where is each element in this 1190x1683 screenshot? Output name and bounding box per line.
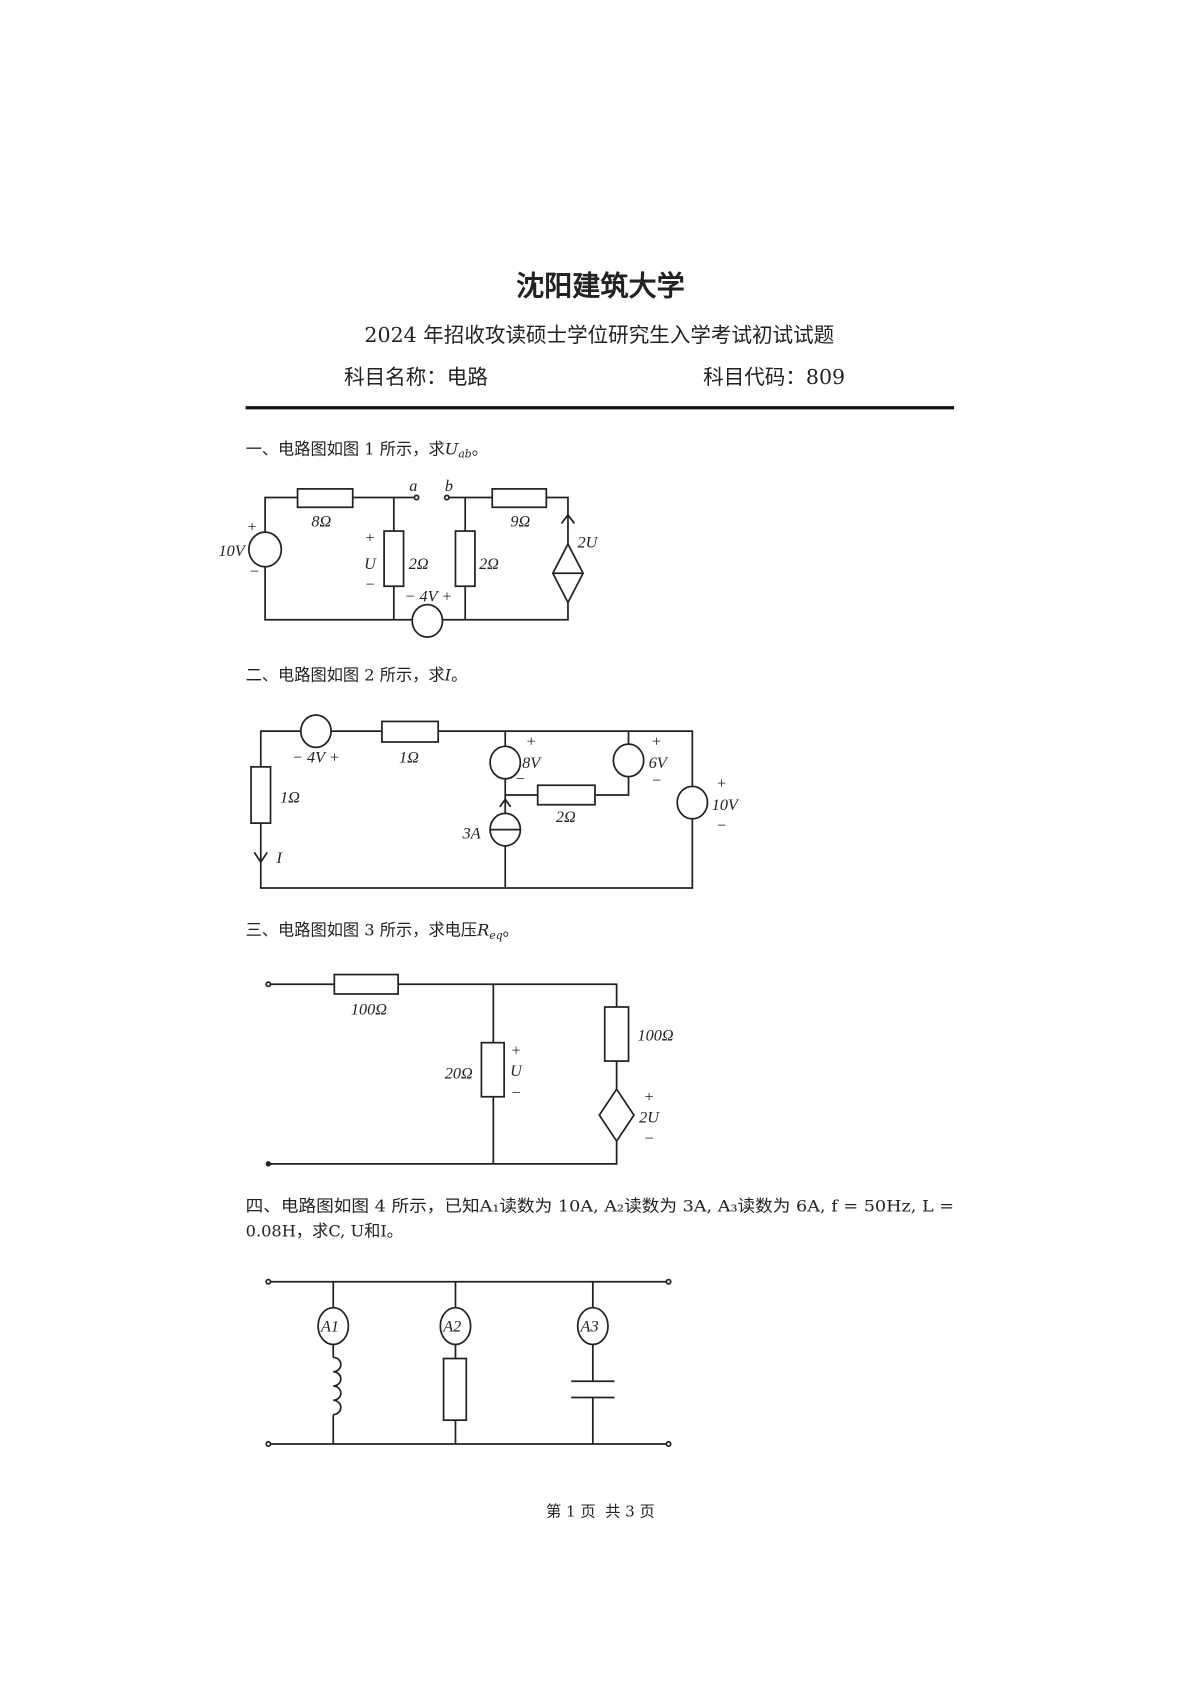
terminal[interactable] [665, 1278, 672, 1285]
label-i: I [275, 849, 283, 867]
label-minus: − [511, 1084, 520, 1102]
label-100ohm: 100Ω [351, 1001, 387, 1019]
label-20ohm: 20Ω [445, 1064, 473, 1082]
subject-name: 科目名称：电路 [344, 365, 488, 389]
terminal-b[interactable] [443, 494, 450, 501]
circuit-figure-3: 100Ω 20Ω + U − 100Ω + 2U − [265, 973, 674, 1167]
label-minus: − [250, 563, 259, 581]
arrow-up-icon [560, 513, 576, 525]
label-plus: + [248, 518, 257, 536]
voltage-source-10v [676, 785, 709, 820]
label-plus: + [645, 1088, 654, 1106]
resistor-8ohm [296, 488, 354, 509]
label-1ohm: 1Ω [399, 749, 419, 767]
resistor-100ohm-branch [603, 1006, 630, 1062]
label-2ohm: 2Ω [479, 555, 499, 573]
terminal[interactable] [265, 1440, 272, 1447]
dependent-voltage-source [598, 1087, 635, 1143]
resistor-2ohm-right [454, 530, 476, 588]
ammeter-a3 [576, 1306, 609, 1346]
label-4v: − 4V + [405, 587, 453, 605]
label-plus: + [511, 1042, 520, 1060]
label-4v: − 4V + [292, 749, 340, 767]
label-b: b [445, 477, 453, 495]
inductor [333, 1356, 342, 1416]
question-1: 一、电路图如图 1 所示，求Uab。 [246, 439, 488, 460]
label-2u: 2U [639, 1109, 660, 1127]
label-a1: A1 [320, 1317, 339, 1335]
label-8v: 8V [522, 754, 542, 772]
university-name: 沈阳建筑大学 [516, 269, 685, 302]
label-2u: 2U [578, 533, 599, 551]
resistor-100ohm-series [333, 973, 400, 995]
circuit-figure-1: a b 8Ω + 10V − + U − 2Ω 2Ω 9Ω 2U − 4V + [219, 477, 599, 638]
label-minus: − [717, 817, 726, 835]
question-2: 二、电路图如图 2 所示，求I。 [246, 665, 468, 684]
arrow-down-icon [253, 851, 268, 864]
label-minus: − [652, 771, 661, 789]
voltage-source-6v [612, 743, 645, 778]
label-10v: 10V [712, 796, 740, 814]
exam-title: 2024 年招收攻读硕士学位研究生入学考试初试试题 [364, 323, 834, 347]
question-4-line-1: 四、电路图如图 4 所示，已知A₁读数为 10A, A₂读数为 3A, A₃读数… [246, 1196, 954, 1215]
capacitor [571, 1380, 615, 1399]
terminal-bottom[interactable] [265, 1161, 272, 1167]
label-minus: − [645, 1129, 654, 1147]
terminal-top[interactable] [265, 981, 272, 988]
page-footer: 第 1 页 共 3 页 [546, 1502, 655, 1520]
label-100ohm: 100Ω [638, 1027, 674, 1045]
terminal[interactable] [265, 1278, 272, 1285]
label-a3: A3 [580, 1317, 599, 1335]
ammeter-a1 [317, 1306, 350, 1346]
resistor-1ohm-top [381, 720, 440, 743]
label-a: a [409, 477, 417, 495]
label-plus: + [527, 732, 536, 750]
dependent-current-source [551, 542, 585, 605]
circuit-figure-4: A1 A2 A3 [265, 1278, 672, 1447]
resistor-9ohm [491, 488, 548, 509]
voltage-source-8v [489, 745, 522, 780]
resistor-2ohm-left [383, 530, 405, 588]
terminal-a[interactable] [413, 494, 420, 501]
label-10v: 10V [219, 542, 247, 560]
question-4-line-2: 0.08H，求C, U和I。 [246, 1221, 403, 1240]
label-plus: + [717, 775, 726, 793]
question-3: 三、电路图如图 3 所示，求电压Req。 [246, 921, 519, 942]
resistor-20ohm [480, 1041, 506, 1098]
voltage-source-4v [411, 603, 444, 638]
label-1ohm: 1Ω [280, 789, 300, 807]
label-9ohm: 9Ω [510, 513, 530, 531]
circuit-figure-2: − 4V + 1Ω 1Ω I + 8V − + 6V − 2Ω 3A + 10V… [250, 714, 740, 889]
label-u: U [510, 1062, 523, 1080]
resistor-2ohm [536, 784, 596, 806]
label-6v: 6V [649, 754, 669, 772]
label-plus: + [652, 732, 661, 750]
label-minus: − [365, 575, 374, 593]
label-2ohm: 2Ω [409, 555, 429, 573]
label-2ohm: 2Ω [556, 808, 576, 826]
label-3a: 3A [462, 824, 481, 842]
resistor [442, 1357, 468, 1422]
label-plus: + [365, 529, 374, 547]
label-u: U [364, 555, 377, 573]
voltage-source-4v [299, 714, 332, 749]
terminal[interactable] [665, 1440, 672, 1447]
subject-code: 科目代码：809 [703, 365, 845, 389]
label-a2: A2 [442, 1317, 461, 1335]
voltage-source-10v [248, 531, 283, 568]
label-minus: − [516, 770, 525, 788]
ammeter-a2 [439, 1306, 472, 1346]
label-8ohm: 8Ω [311, 513, 331, 531]
arrow-up-icon [499, 797, 512, 808]
resistor-1ohm-left [250, 766, 272, 824]
